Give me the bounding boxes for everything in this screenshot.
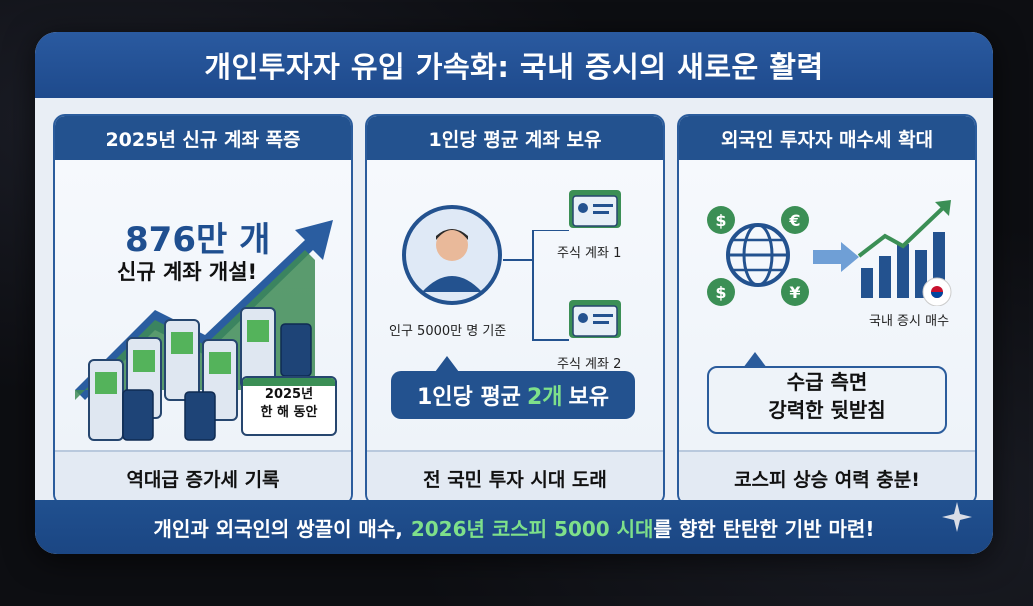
panel-title: 2025년 신규 계좌 폭증 (55, 116, 351, 160)
arrow-right-icon (813, 242, 859, 272)
svg-text:€: € (788, 211, 800, 230)
big-caption: 신규 계좌 개설! (117, 260, 258, 284)
panel-title: 1인당 평균 계좌 보유 (367, 116, 663, 160)
sparkle-icon (942, 502, 972, 532)
calendar-label: 한 해 동안 (260, 405, 318, 420)
panel-new-accounts: 2025년 신규 계좌 폭증 876만 개 신규 계좌 개설! (53, 114, 353, 506)
bubble-line: 수급 측면 (786, 370, 868, 394)
banner-prefix: 개인과 외국인의 쌍끌이 매수, (153, 516, 403, 541)
panel-footer: 역대급 증가세 기록 (55, 450, 351, 504)
panel-body: 876만 개 신규 계좌 개설! (55, 160, 351, 450)
person-caption: 인구 5000만 명 기준 (389, 324, 507, 339)
svg-text:$: $ (715, 283, 726, 302)
account-label: 주식 계좌 1 (557, 246, 622, 261)
calendar-label: 2025년 (264, 387, 314, 402)
banner-suffix: 를 향한 탄탄한 기반 마련! (653, 516, 875, 541)
panel-avg-accounts: 1인당 평균 계좌 보유 주식 계좌 1 (365, 114, 665, 506)
avg-accounts-pill: 1인당 평균 2개 보유 (391, 371, 635, 419)
panel-body: $ € $ ¥ (679, 160, 975, 450)
bar-chart-icon (857, 200, 952, 306)
pill-pointer (435, 356, 459, 372)
account-label: 주식 계좌 2 (557, 357, 622, 372)
chart-caption: 국내 증시 매수 (869, 314, 950, 329)
bubble-line: 강력한 뒷받침 (768, 398, 886, 422)
calendar-icon: 2025년 한 해 동안 (241, 376, 337, 436)
pill-prefix: 1인당 평균 (417, 385, 521, 410)
pill-value: 2개 (526, 385, 563, 410)
bottom-banner: 개인과 외국인의 쌍끌이 매수, 2026년 코스피 5000 시대 를 향한 … (35, 500, 993, 554)
id-card-icon (569, 190, 621, 228)
svg-text:$: $ (715, 211, 726, 230)
globe-icon: $ € $ ¥ (707, 206, 809, 306)
infographic-card: 개인투자자 유입 가속화: 국내 증시의 새로운 활력 2025년 신규 계좌 … (35, 32, 993, 554)
panel-foreign-buying: 외국인 투자자 매수세 확대 $ € $ ¥ (677, 114, 977, 506)
connector-lines (503, 230, 569, 341)
bubble-pointer (743, 352, 767, 368)
banner-highlight: 2026년 코스피 5000 시대 (410, 516, 654, 541)
panel-footer: 전 국민 투자 시대 도래 (367, 450, 663, 504)
pill-suffix: 보유 (568, 385, 609, 410)
panel-title: 외국인 투자자 매수세 확대 (679, 116, 975, 160)
person-icon (402, 205, 502, 305)
page-title: 개인투자자 유입 가속화: 국내 증시의 새로운 활력 (35, 32, 993, 98)
support-bubble: 수급 측면 강력한 뒷받침 (707, 366, 947, 434)
panel-footer: 코스피 상승 여력 충분! (679, 450, 975, 504)
phone-icon (88, 307, 312, 441)
id-card-icon (569, 300, 621, 338)
svg-text:¥: ¥ (789, 283, 800, 302)
big-number: 876만 개 (125, 220, 271, 260)
panel-body: 주식 계좌 1 주식 계좌 2 인구 5000만 명 기준 1인당 평균 2개 … (367, 160, 663, 450)
